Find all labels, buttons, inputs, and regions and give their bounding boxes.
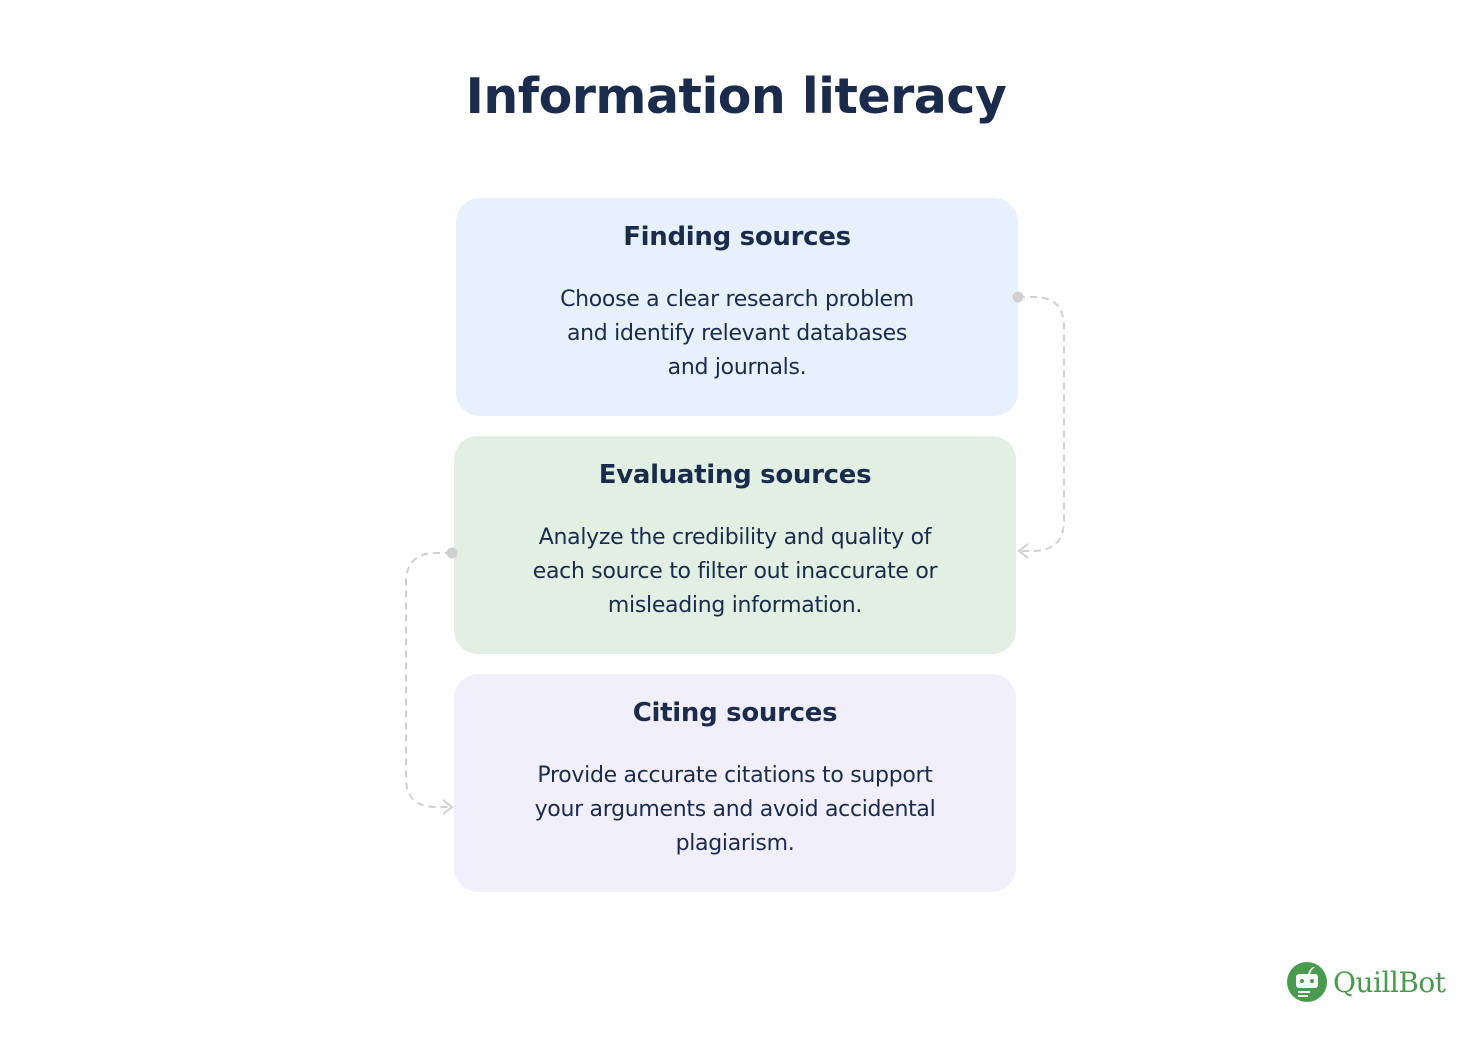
step-heading: Citing sources bbox=[632, 698, 838, 728]
arrowhead-icon bbox=[442, 799, 454, 815]
step-card-citing-sources: Citing sources Provide accurate citation… bbox=[454, 674, 1016, 892]
quillbot-robot-icon bbox=[1287, 962, 1327, 1002]
step-card-evaluating-sources: Evaluating sources Analyze the credibili… bbox=[454, 436, 1016, 654]
connector-start-dot bbox=[1012, 291, 1024, 303]
step-heading: Finding sources bbox=[623, 222, 851, 252]
arrowhead-icon bbox=[1017, 543, 1029, 559]
page-title: Information literacy bbox=[465, 68, 1007, 125]
connector-arrow-1-to-2 bbox=[1018, 296, 1065, 552]
step-heading: Evaluating sources bbox=[598, 460, 872, 490]
connector-start-dot bbox=[446, 547, 458, 559]
logo-text: QuillBot bbox=[1333, 965, 1446, 999]
connector-arrow-2-to-3 bbox=[405, 552, 452, 808]
step-card-finding-sources: Finding sources Choose a clear research … bbox=[456, 198, 1018, 416]
quillbot-logo: QuillBot bbox=[1287, 962, 1446, 1002]
